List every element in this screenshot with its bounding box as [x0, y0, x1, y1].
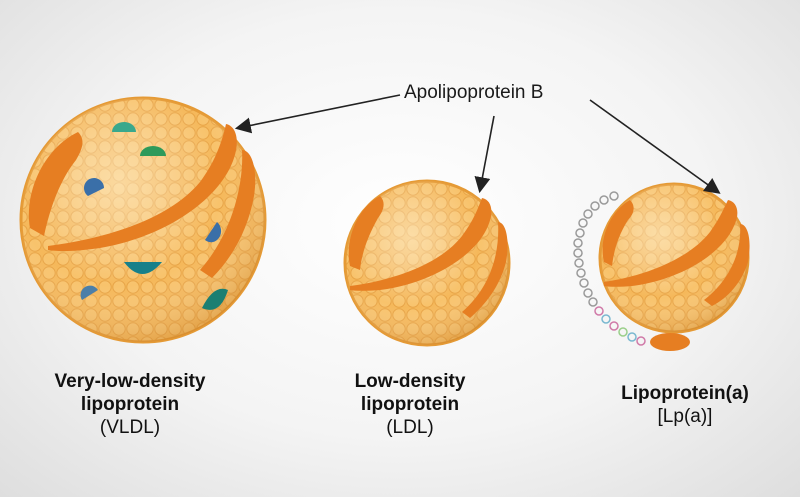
lpa-label: Lipoprotein(a) [Lp(a)]: [590, 382, 780, 428]
ldl-name-line2: lipoprotein: [360, 394, 460, 415]
vldl-label: Very-low-density lipoprotein (VLDL): [30, 370, 230, 439]
lpa-apob-band-main: [604, 200, 738, 287]
vldl-protein-blue-small: [80, 285, 98, 300]
vldl-name-line1: Very-low-density: [54, 371, 206, 392]
lpa-apob-band-right: [704, 224, 750, 306]
vldl-name-line2: lipoprotein: [80, 394, 180, 415]
arrow-to-lpa: [589, 99, 721, 194]
vldl-protein-teal-right: [202, 288, 228, 310]
vldl-apob-band-left: [28, 132, 83, 236]
arrow-to-ldl: [474, 115, 495, 194]
ldl-abbr: (LDL): [386, 417, 434, 438]
lpa-name-line1: Lipoprotein(a): [621, 383, 749, 404]
ldl-apob-band-left: [348, 196, 384, 270]
vldl-particle: [19, 96, 267, 344]
lpa-abbr: [Lp(a)]: [657, 406, 713, 427]
callout-arrows: [234, 94, 721, 194]
vldl-protein-blue-right: [205, 222, 222, 243]
ldl-apob-band-main: [350, 198, 492, 291]
apolipoprotein-b-label: Apolipoprotein B: [404, 82, 544, 103]
vldl-apob-band-main: [48, 124, 237, 252]
vldl-apob-band-right: [200, 150, 256, 278]
lpa-apob-band-left: [602, 200, 634, 266]
ldl-label: Low-density lipoprotein (LDL): [320, 370, 500, 439]
apo-a-protease-domain: [650, 333, 690, 351]
vldl-protein-teal-bottom: [124, 262, 162, 274]
apo-a-chain: [573, 191, 646, 346]
ldl-apob-band-right: [462, 222, 508, 318]
arrow-to-vldl: [234, 94, 401, 134]
vldl-protein-teal-top: [112, 122, 136, 132]
vldl-protein-green: [140, 146, 166, 156]
lpa-particle: [573, 182, 750, 351]
vldl-protein-blue-left: [84, 178, 104, 196]
vldl-abbr: (VLDL): [99, 417, 161, 438]
ldl-particle: [343, 179, 511, 347]
ldl-name-line1: Low-density: [354, 371, 466, 392]
